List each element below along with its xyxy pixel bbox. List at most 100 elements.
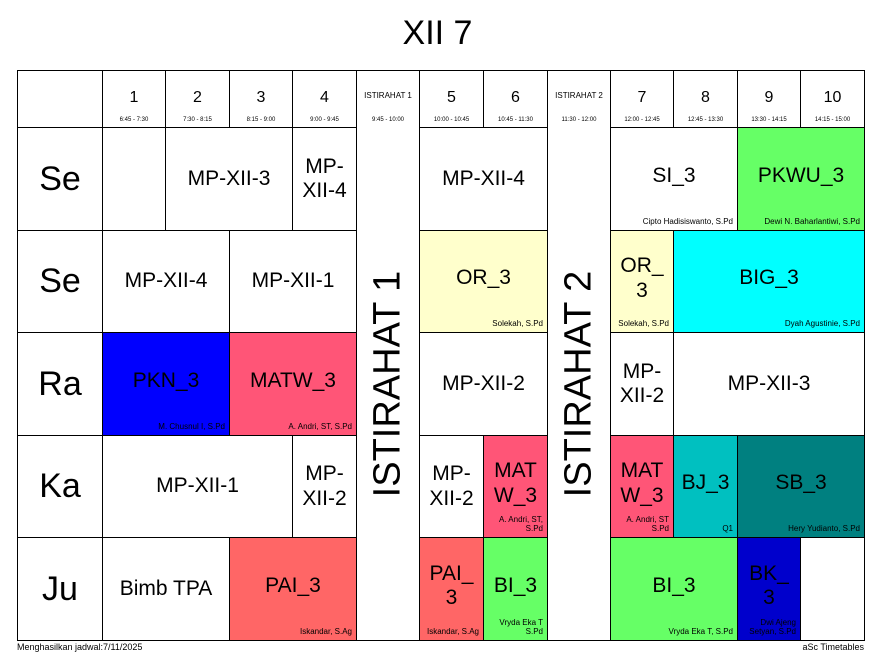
break-header: ISTIRAHAT 2 11:30 - 12:00	[547, 70, 611, 128]
day-label: Se	[17, 230, 103, 333]
lesson-teacher: Dyah Agustinie, S.Pd	[784, 319, 860, 329]
lesson-subject: MP-XII-3	[187, 166, 271, 190]
period-number: 9	[764, 89, 774, 106]
period-number: 1	[129, 89, 139, 106]
lesson-cell[interactable]: MP-XII-2	[419, 332, 548, 436]
lesson-cell[interactable]: MAT W_3 A. Andri, ST S.Pd	[610, 435, 674, 538]
day-label: Ju	[17, 537, 103, 641]
lesson-subject: OR_3	[456, 266, 511, 290]
lesson-subject: MP- XII-4	[302, 154, 347, 202]
lesson-cell[interactable]: MP- XII-2	[610, 332, 674, 436]
lesson-subject: BK_ 3	[749, 561, 789, 609]
break-column: ISTIRAHAT 2	[547, 127, 611, 641]
lesson-cell[interactable]: MP-XII-3	[165, 127, 293, 231]
period-time: 12:00 - 12:45	[624, 117, 660, 123]
lesson-subject: Bimb TPA	[119, 576, 213, 600]
lesson-teacher: Hery Yudianto, S.Pd	[788, 524, 860, 534]
period-number: 7	[637, 89, 647, 106]
period-time: 9:45 - 10:00	[371, 117, 405, 123]
empty-slot	[800, 537, 865, 641]
day-label: Ka	[17, 435, 103, 538]
lesson-cell[interactable]: MP-XII-3	[673, 332, 865, 436]
break-header-label: ISTIRAHAT 2	[555, 91, 603, 100]
corner-cell	[17, 70, 103, 128]
period-header: 1 6:45 - 7:30	[102, 70, 166, 128]
lesson-teacher: A. Andri, ST, S.Pd	[498, 515, 543, 534]
footer-brand: aSc Timetables	[802, 642, 864, 652]
lesson-teacher: A. Andri, ST, S.Pd	[288, 422, 352, 432]
period-number: 8	[701, 89, 710, 106]
lesson-subject: MP-XII-4	[442, 166, 525, 190]
empty-slot	[102, 127, 166, 231]
lesson-subject: PKWU_3	[757, 163, 845, 187]
period-time: 9:00 - 9:45	[310, 117, 339, 123]
lesson-teacher: Dewi N. Baharlantiwi, S.Pd	[764, 217, 860, 227]
period-time: 6:45 - 7:30	[119, 117, 149, 123]
lesson-teacher: Q1	[722, 524, 733, 534]
lesson-cell[interactable]: OR_ 3 Solekah, S.Pd	[610, 230, 674, 333]
lesson-teacher: Vryda Eka T, S.Pd	[668, 627, 733, 637]
lesson-teacher: Iskandar, S.Ag	[299, 627, 352, 637]
break-header-label: ISTIRAHAT 1	[364, 91, 412, 100]
lesson-subject: PAI_3	[265, 573, 321, 597]
lesson-cell[interactable]: MP-XII-1	[102, 435, 293, 538]
lesson-cell[interactable]: MP-XII-4	[102, 230, 230, 333]
lesson-cell[interactable]: MP- XII-4	[292, 127, 357, 231]
break-label: ISTIRAHAT 2	[557, 270, 600, 497]
period-number: 6	[511, 89, 520, 106]
period-time: 14:15 - 15:00	[814, 117, 851, 123]
lesson-subject: MP- XII-2	[429, 462, 474, 510]
lesson-subject: MAT W_3	[620, 459, 664, 507]
lesson-subject: MP-XII-1	[156, 474, 239, 498]
period-time: 7:30 - 8:15	[183, 117, 212, 123]
break-column: ISTIRAHAT 1	[356, 127, 420, 641]
lesson-cell[interactable]: MP-XII-1	[229, 230, 357, 333]
lesson-cell[interactable]: MP- XII-2	[292, 435, 357, 538]
lesson-cell[interactable]: MP-XII-4	[419, 127, 548, 231]
period-time: 10:00 - 10:45	[433, 117, 470, 123]
lesson-teacher: Iskandar, S.Ag	[426, 627, 479, 637]
lesson-subject: MP-XII-2	[442, 371, 525, 395]
lesson-subject: SI_3	[652, 163, 696, 187]
period-header: 4 9:00 - 9:45	[292, 70, 357, 128]
lesson-subject: PKN_3	[132, 368, 200, 392]
lesson-teacher: Solekah, S.Pd	[618, 319, 669, 329]
period-header: 9 13:30 - 14:15	[737, 70, 801, 128]
lesson-teacher: Dwi Ajeng Setyan, S.Pd	[749, 618, 796, 637]
timetable-title: XII 7	[402, 14, 473, 52]
lesson-cell[interactable]: MP- XII-2	[419, 435, 484, 538]
lesson-subject: BI_3	[652, 573, 696, 597]
period-time: 8:15 - 9:00	[246, 117, 276, 123]
lesson-cell[interactable]: Bimb TPA	[102, 537, 230, 641]
period-time: 13:30 - 14:15	[751, 117, 787, 123]
period-number: 2	[193, 89, 202, 106]
period-number: 4	[320, 89, 329, 106]
break-label: ISTIRAHAT 1	[366, 270, 409, 497]
period-time: 11:30 - 12:00	[561, 117, 597, 123]
lesson-subject: MP-XII-3	[727, 371, 811, 395]
lesson-subject: MP-XII-1	[251, 269, 335, 293]
lesson-subject: MP-XII-4	[124, 269, 208, 293]
lesson-cell[interactable]: BK_ 3 Dwi Ajeng Setyan, S.Pd	[737, 537, 801, 641]
lesson-subject: SB_3	[775, 471, 827, 495]
lesson-teacher: A. Andri, ST S.Pd	[626, 515, 669, 534]
lesson-subject: OR_ 3	[620, 254, 664, 302]
lesson-subject: MP- XII-2	[302, 462, 347, 510]
